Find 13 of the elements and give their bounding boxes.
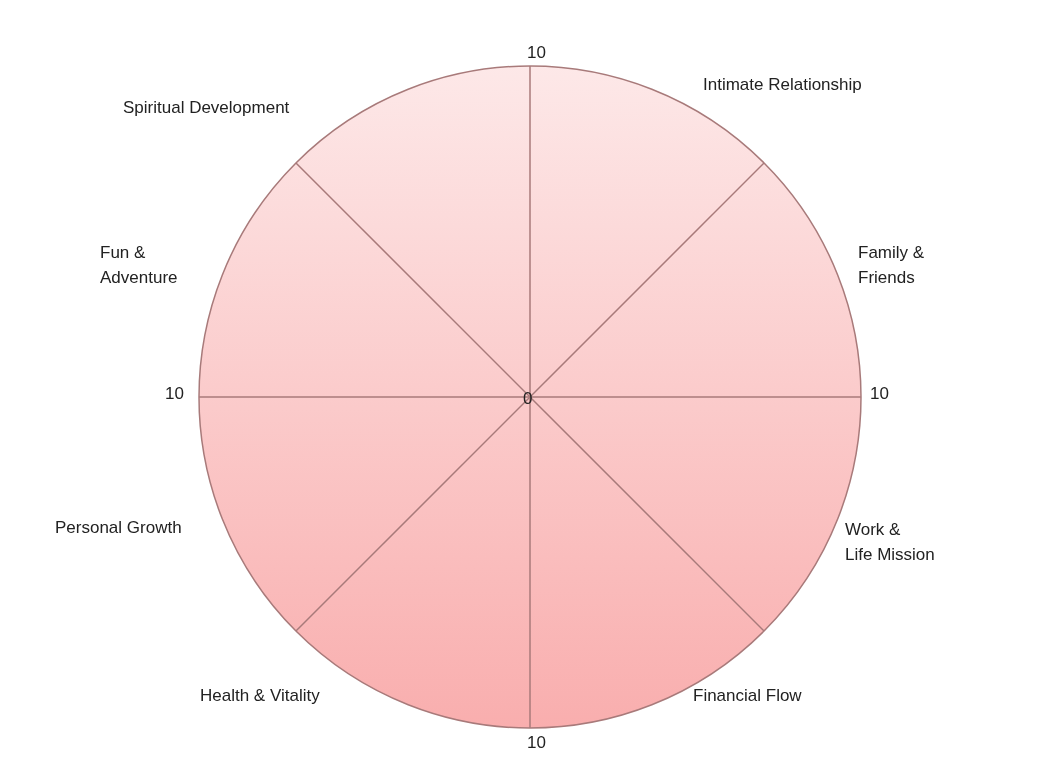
scale-label: 10: [527, 732, 546, 754]
category-label: Intimate Relationship: [703, 74, 862, 96]
scale-label: 10: [527, 42, 546, 64]
category-label: Fun & Adventure: [100, 242, 178, 289]
scale-label: 10: [165, 383, 184, 405]
category-label: Health & Vitality: [200, 685, 320, 707]
category-label: Work & Life Mission: [845, 519, 935, 566]
scale-label: 10: [870, 383, 889, 405]
scale-label: 0: [523, 388, 533, 410]
category-label: Spiritual Development: [123, 97, 290, 119]
category-label: Financial Flow: [693, 685, 802, 707]
category-label: Family & Friends: [858, 242, 925, 289]
category-label: Personal Growth: [55, 517, 182, 539]
